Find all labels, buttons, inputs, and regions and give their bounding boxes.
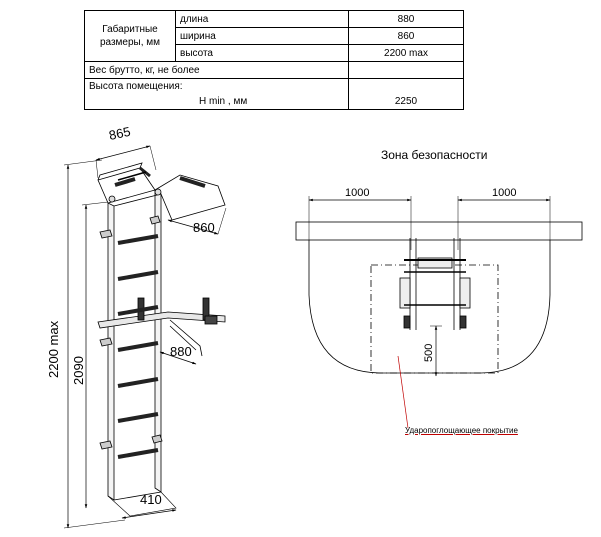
dip-bar-attachment (97, 297, 226, 357)
room-height-cell: Высота помещения: H min , мм (84, 78, 349, 110)
dim-base-width: 410 (140, 492, 162, 507)
left-dimension-lines (63, 145, 227, 529)
room-height-sub: H min , мм (199, 96, 248, 107)
wall-beam (295, 221, 583, 241)
wall-bars-drawing (97, 162, 226, 517)
ladder-rungs (117, 234, 159, 459)
room-height-label: Высота помещения: (89, 81, 183, 92)
safety-zone-title: Зона безопасности (381, 148, 488, 162)
dim-zone-depth: 500 (423, 344, 435, 362)
dim-zone-right: 1000 (492, 187, 516, 199)
safety-zone-plan (295, 196, 583, 429)
coating-leader (397, 355, 409, 429)
spec-table: Габаритные размеры, мм длина 880 ширина … (84, 10, 464, 110)
dim-depth-top: 865 (108, 124, 132, 143)
dim-inner-height: 2090 (71, 356, 86, 385)
coating-label: Ударопоглощающее покрытие (405, 426, 518, 435)
equipment-top-view (399, 238, 471, 330)
pullup-frame (97, 162, 226, 221)
coating-area (370, 264, 499, 374)
zone-outline (308, 240, 551, 374)
wall-brackets (99, 215, 163, 450)
dimensions-label: Габаритные размеры, мм (84, 10, 176, 62)
dim-zone-left: 1000 (345, 187, 369, 199)
ladder-rails (107, 189, 162, 501)
dim-total-height: 2200 max (46, 320, 61, 378)
room-height-value: 2250 (348, 78, 464, 110)
dim-bar-length: 880 (170, 344, 192, 359)
dim-width-top: 860 (193, 220, 215, 235)
